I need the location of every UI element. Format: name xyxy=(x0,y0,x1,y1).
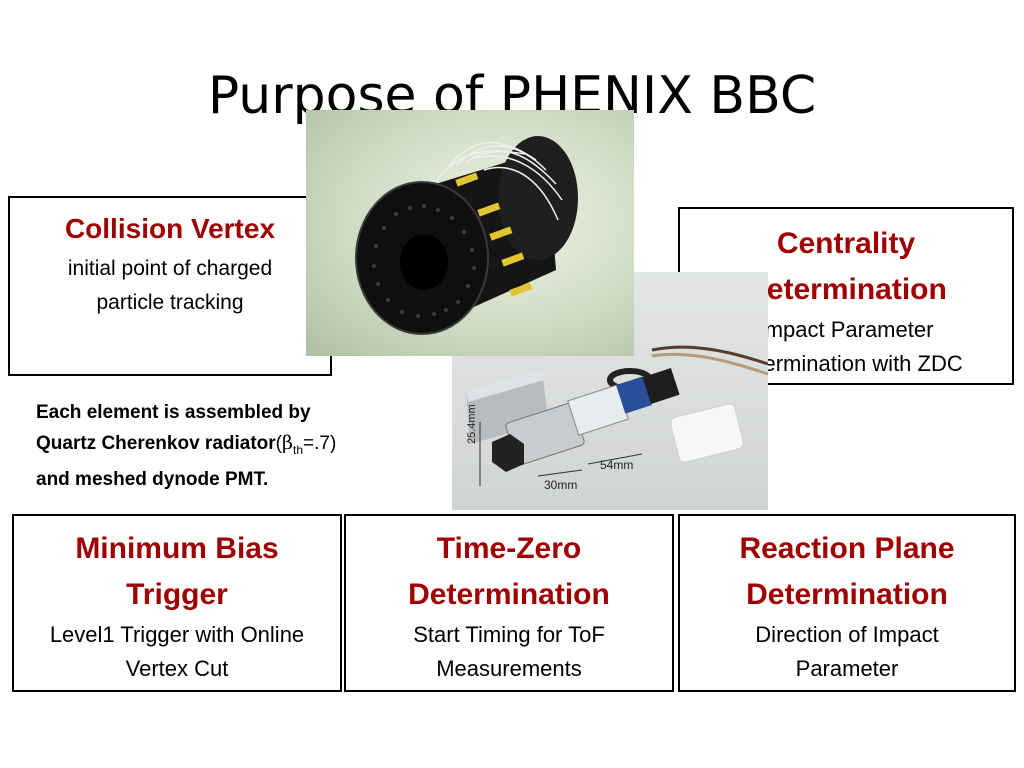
assembly-note-radiator: Quartz Cherenkov radiator xyxy=(36,433,276,454)
assembly-note-open-paren: ( xyxy=(275,433,282,454)
dimension-length-b-label: 54mm xyxy=(600,458,634,472)
reaction-plane-desc-line-1: Direction of Impact xyxy=(755,622,939,647)
centrality-desc-line-2: Determination with ZDC xyxy=(729,351,963,376)
dimension-length-a-label: 30mm xyxy=(544,478,578,492)
assembly-note-beta-value: =.7) xyxy=(303,433,337,454)
centrality-heading-line-2: Determination xyxy=(745,273,947,306)
time-zero-box: Time-Zero Determination Start Timing for… xyxy=(344,514,674,692)
assembly-note-line-3: and meshed dynode PMT. xyxy=(36,468,269,490)
minimum-bias-heading-line-1: Minimum Bias xyxy=(75,532,279,565)
beta-subscript: th xyxy=(292,442,303,457)
centrality-heading-line-1: Centrality xyxy=(776,227,916,260)
minimum-bias-desc-line-1: Level1 Trigger with Online xyxy=(49,622,305,647)
pmt-components-photo: 25.4mm 30mm 54mm xyxy=(452,272,768,510)
dimension-height-label: 25.4mm xyxy=(466,404,478,444)
beta-symbol: β xyxy=(282,432,293,454)
reaction-plane-heading-line-1: Reaction Plane xyxy=(739,532,955,565)
minimum-bias-desc-line-2: Vertex Cut xyxy=(125,656,229,681)
reaction-plane-heading-line-2: Determination xyxy=(746,578,948,611)
minimum-bias-box: Minimum Bias Trigger Level1 Trigger with… xyxy=(12,514,342,692)
time-zero-desc-line-1: Start Timing for ToF xyxy=(413,622,605,647)
collision-vertex-box: Collision Vertex initial point of charge… xyxy=(8,196,332,376)
centrality-box: Centrality Determination Impact Paramete… xyxy=(678,207,1014,385)
assembly-note-line-1: Each element is assembled by xyxy=(36,402,311,423)
centrality-desc-line-1: Impact Parameter xyxy=(758,317,934,342)
time-zero-heading-line-2: Determination xyxy=(408,578,610,611)
collision-vertex-desc-line-2: particle tracking xyxy=(96,291,244,314)
collision-vertex-heading: Collision Vertex xyxy=(64,213,276,244)
time-zero-desc-line-2: Measurements xyxy=(436,656,582,681)
time-zero-heading-line-1: Time-Zero xyxy=(436,532,582,565)
assembly-note-line-2: Quartz Cherenkov radiator(βth=.7) xyxy=(36,428,416,465)
reaction-plane-box: Reaction Plane Determination Direction o… xyxy=(678,514,1016,692)
assembly-note: Each element is assembled by Quartz Cher… xyxy=(36,398,416,495)
bbc-detector-photo xyxy=(306,110,634,356)
reaction-plane-desc-line-2: Parameter xyxy=(795,656,899,681)
collision-vertex-desc-line-1: initial point of charged xyxy=(67,257,273,280)
minimum-bias-heading-line-2: Trigger xyxy=(126,578,228,611)
